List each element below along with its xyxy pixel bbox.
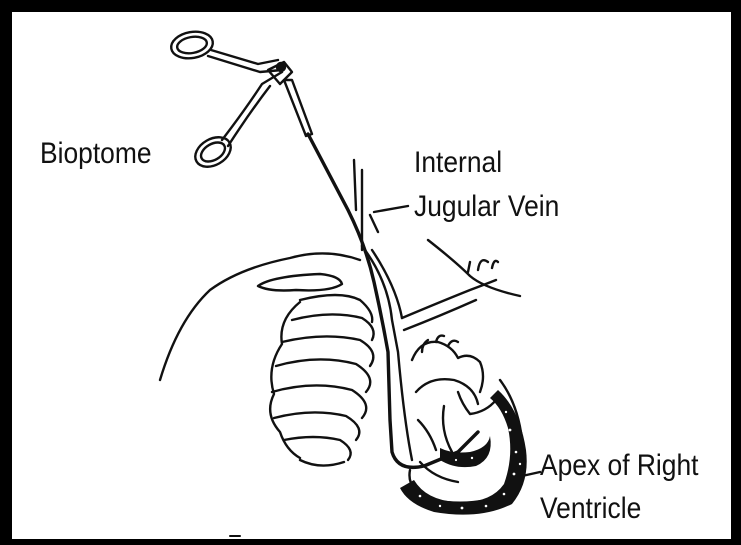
bioptome-label: Bioptome [40, 137, 152, 171]
bioptome-lower-ring [190, 131, 236, 173]
internal-jugular-vein-label-line1: Internal [414, 146, 502, 180]
rib-cage [270, 295, 373, 466]
bioptome-instrument [169, 29, 478, 468]
ijv-pointer-line [374, 206, 408, 212]
apex-right-ventricle-label-line2: Ventricle [540, 492, 641, 526]
clavicle [258, 274, 342, 291]
bioptome-lower-handle [222, 72, 282, 140]
internal-jugular-vein-label-line2: Jugular Vein [414, 190, 559, 224]
apex-right-ventricle-label-line1: Apex of Right [540, 449, 698, 483]
internal-jugular-vein [362, 206, 496, 460]
bioptome-catheter [308, 134, 478, 467]
bioptome-shaft [284, 80, 312, 136]
